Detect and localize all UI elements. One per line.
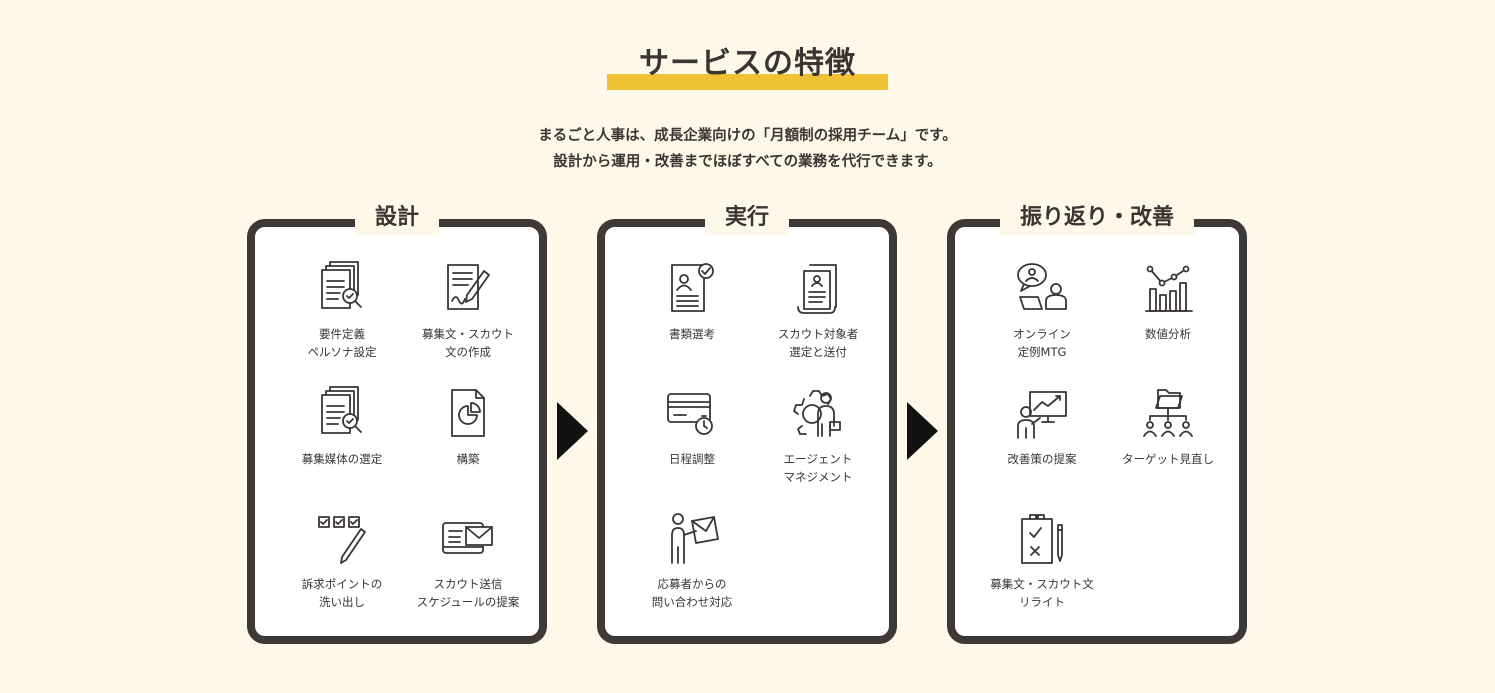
review-item-label: ターゲット見直し (1122, 452, 1214, 466)
execution-item-label: 日程調整 (669, 452, 715, 466)
design-item-label: 募集文・スカウト 文の作成 (422, 327, 514, 359)
folder-team-icon (1143, 389, 1193, 437)
execution-item-inquiry: 応募者からの 問い合わせ対応 (622, 509, 762, 611)
execution-item-label: 応募者からの 問い合わせ対応 (651, 577, 733, 609)
resume-check-icon (671, 263, 714, 312)
design-item-media: 募集媒体の選定 (272, 384, 412, 468)
lead-line-1: まるごと人事は、成長企業向けの「月額制の採用チーム」です。 (538, 128, 957, 144)
section-lead: まるごと人事は、成長企業向けの「月額制の採用チーム」です。 設計から運用・改善ま… (0, 123, 1495, 175)
review-item-meeting: オンライン 定例MTG (972, 259, 1112, 361)
scroll-document-icon (797, 264, 837, 314)
review-item-rewrite: 募集文・スカウト文 リライト (972, 509, 1112, 611)
section-title: サービスの特徴 (607, 38, 888, 90)
checkbox-pen-icon (318, 516, 366, 564)
document-search-icon (321, 386, 362, 434)
panel-design-label: 設計 (354, 201, 440, 235)
design-item-label: スカウト送信 スケジュールの提案 (416, 577, 520, 609)
execution-item-agent: エージェント マネジメント (748, 384, 888, 486)
review-item-target: ターゲット見直し (1098, 384, 1238, 468)
panel-execution-label: 実行 (704, 201, 790, 235)
design-item-label: 構築 (456, 452, 480, 466)
design-item-label: 募集媒体の選定 (301, 452, 383, 466)
gear-person-icon (793, 390, 841, 437)
person-mail-icon (671, 513, 719, 564)
mail-document-icon (442, 522, 493, 554)
panel-execution: 実行 書類選考 スカウト対象者 選定と送付 (597, 201, 897, 644)
review-item-label: 数値分析 (1145, 327, 1191, 341)
review-item-label: 募集文・スカウト文 リライト (990, 577, 1094, 609)
execution-item-label: エージェント マネジメント (783, 452, 853, 484)
review-item-label: 改善策の提案 (1007, 452, 1077, 466)
design-item-label: 要件定義 ペルソナ設定 (307, 327, 377, 359)
lead-line-2: 設計から運用・改善までほぼすべての業務を代行できます。 (553, 154, 942, 170)
panel-review: 振り返り・改善 オンライン 定例MTG 数値分析 (947, 201, 1247, 644)
execution-item-label: スカウト対象者 選定と送付 (777, 327, 859, 359)
design-item-appeal: 訴求ポイントの 洗い出し (272, 509, 412, 611)
card-timer-icon (667, 393, 713, 435)
online-meeting-icon (1017, 263, 1067, 310)
arrow-right-icon (907, 402, 938, 460)
design-item-requirements: 要件定義 ペルソナ設定 (272, 259, 412, 361)
panel-design: 設計 要件定義 ペルソナ設定 募集文・スカウト 文の作成 (247, 201, 547, 644)
review-item-proposal: 改善策の提案 (972, 384, 1112, 468)
arrow-right-icon (557, 402, 588, 460)
design-item-copywriting: 募集文・スカウト 文の作成 (398, 259, 538, 361)
panel-review-label: 振り返り・改善 (999, 201, 1195, 235)
design-item-label: 訴求ポイントの 洗い出し (301, 577, 383, 609)
presentation-icon (1017, 391, 1067, 439)
section-header: サービスの特徴 (0, 38, 1495, 90)
design-item-build: 構築 (398, 384, 538, 468)
pie-document-icon (451, 389, 485, 437)
execution-item-scout: スカウト対象者 選定と送付 (748, 259, 888, 361)
document-pen-icon (447, 264, 490, 310)
clipboard-pen-icon (1021, 514, 1063, 564)
review-item-label: オンライン 定例MTG (1013, 327, 1071, 359)
execution-item-scheduling: 日程調整 (622, 384, 762, 468)
review-item-analysis: 数値分析 (1098, 259, 1238, 343)
execution-item-screening: 書類選考 (622, 259, 762, 343)
execution-item-label: 書類選考 (669, 327, 715, 341)
design-item-schedule: スカウト送信 スケジュールの提案 (398, 509, 538, 611)
bar-chart-icon (1145, 265, 1193, 312)
document-search-icon (321, 261, 362, 309)
